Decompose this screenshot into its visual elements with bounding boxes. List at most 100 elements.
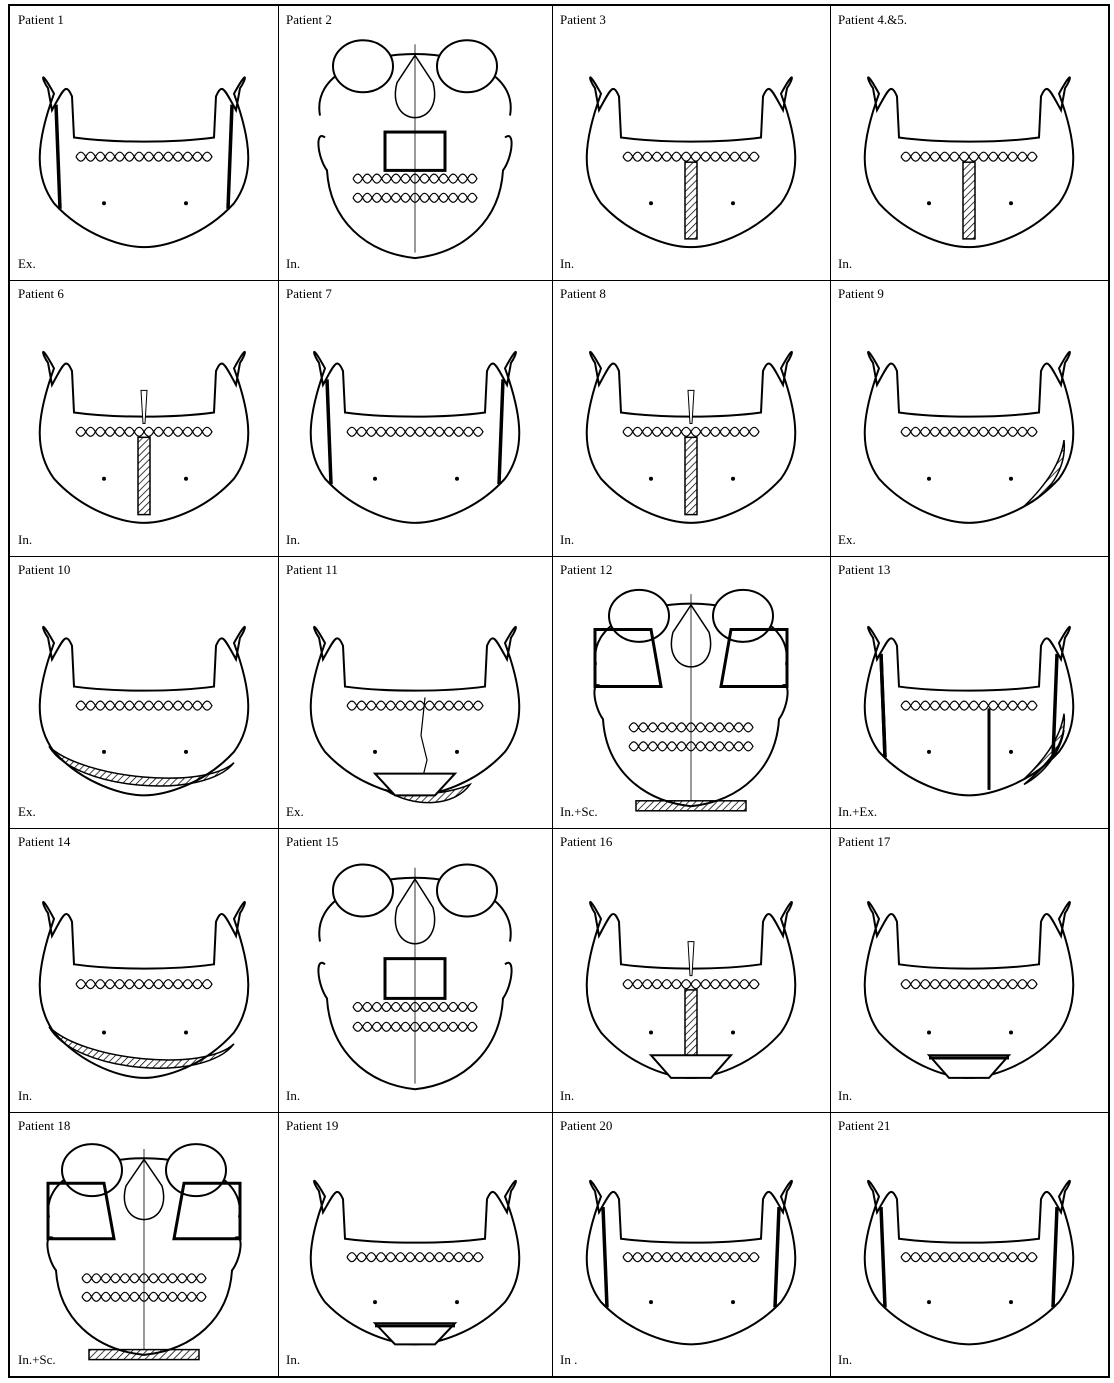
anatomy-illustration [278, 6, 552, 280]
patient-panel: Patient 9 Ex. [830, 280, 1108, 556]
mental-foramen-left [927, 1300, 931, 1304]
mandible-drawing [311, 1181, 520, 1345]
technique-label: In. [18, 1088, 32, 1104]
tooth-fragment [141, 390, 147, 423]
technique-label: In . [560, 1352, 577, 1368]
tooth-row [347, 427, 483, 436]
patient-label: Patient 10 [18, 562, 70, 578]
orbit-right [166, 1144, 226, 1196]
skull-drawing [594, 590, 787, 811]
mandible-drawing [587, 352, 796, 523]
patient-panel: Patient 18In.+Sc. [10, 1112, 278, 1376]
mental-foramen-right [455, 750, 459, 754]
anatomy-illustration [10, 556, 278, 828]
ramus-cut-left [327, 379, 331, 484]
mental-foramen-left [102, 750, 106, 754]
technique-label: In.+Sc. [18, 1352, 56, 1368]
mandible-outline [40, 902, 249, 1078]
anatomy-illustration [278, 280, 552, 556]
chin-graft [89, 1350, 199, 1360]
patient-panel: Patient 2In. [278, 6, 552, 280]
tooth-fragment [688, 390, 694, 423]
patient-label: Patient 20 [560, 1118, 612, 1134]
anatomy-illustration [830, 6, 1108, 280]
anatomy-illustration [10, 280, 278, 556]
ramus-cut-right [228, 105, 232, 209]
patient-panel: Patient 4.&5.In. [830, 6, 1108, 280]
anatomy-illustration [830, 556, 1108, 828]
skull-drawing [318, 864, 511, 1089]
patient-label: Patient 9 [838, 286, 884, 302]
ramus-cut-right [499, 379, 503, 484]
ramus-cut-left [881, 654, 885, 757]
ramus-cut-right [775, 1207, 779, 1307]
mandible-drawing [865, 1181, 1074, 1345]
tooth-row [347, 1253, 483, 1262]
patient-label: Patient 8 [560, 286, 606, 302]
mandible-drawing [311, 352, 520, 523]
osteotomy-segment [963, 162, 975, 239]
mental-foramen-left [373, 477, 377, 481]
mental-foramen-right [184, 750, 188, 754]
mental-foramen-right [184, 1030, 188, 1034]
patient-label: Patient 11 [286, 562, 338, 578]
mandible-outline [311, 627, 520, 795]
lower-border-graft [49, 1027, 234, 1068]
mental-foramen-left [373, 1300, 377, 1304]
mandible-drawing [587, 902, 796, 1078]
anatomy-illustration [552, 6, 830, 280]
tooth-row [623, 152, 759, 161]
patient-label: Patient 7 [286, 286, 332, 302]
ramus-cut-left [56, 105, 60, 209]
tooth-row [76, 427, 212, 436]
patient-label: Patient 13 [838, 562, 890, 578]
mental-foramen-right [1009, 1300, 1013, 1304]
mental-foramen-right [731, 1300, 735, 1304]
mandible-drawing [587, 1181, 796, 1345]
mental-foramen-left [649, 1030, 653, 1034]
patient-label: Patient 21 [838, 1118, 890, 1134]
patient-label: Patient 12 [560, 562, 612, 578]
patient-label: Patient 16 [560, 834, 612, 850]
technique-label: In.+Sc. [560, 804, 598, 820]
patient-label: Patient 1 [18, 12, 64, 28]
mandible-drawing [40, 77, 249, 247]
mental-foramen-left [649, 201, 653, 205]
ramus-cut-right [1053, 1207, 1057, 1307]
patient-label: Patient 4.&5. [838, 12, 907, 28]
orbit-right [437, 40, 497, 92]
mental-foramen-left [102, 201, 106, 205]
mental-foramen-left [927, 201, 931, 205]
mental-foramen-right [731, 1030, 735, 1034]
technique-label: In.+Ex. [838, 804, 877, 820]
technique-label: Ex. [286, 804, 304, 820]
patient-panel: Patient 11 Ex. [278, 556, 552, 828]
patient-panel: Patient 10Ex. [10, 556, 278, 828]
technique-label: Ex. [18, 256, 36, 272]
anatomy-illustration [10, 1112, 278, 1376]
mandible-outline [865, 902, 1074, 1078]
chin-segment [651, 1055, 731, 1078]
anatomy-illustration [830, 1112, 1108, 1376]
mandible-drawing [865, 77, 1074, 247]
technique-label: In. [18, 532, 32, 548]
anatomy-illustration [278, 556, 552, 828]
mental-foramen-right [184, 201, 188, 205]
ramus-cut-left [603, 1207, 607, 1307]
tooth-row [901, 980, 1037, 989]
technique-label: In. [838, 1088, 852, 1104]
orbit-right [437, 864, 497, 916]
technique-label: Ex. [838, 532, 856, 548]
technique-label: In. [560, 1088, 574, 1104]
tooth-row [76, 980, 212, 989]
tooth-fragment [688, 942, 694, 976]
patient-label: Patient 14 [18, 834, 70, 850]
mental-foramen-right [455, 477, 459, 481]
patient-panel: Patient 14 In. [10, 828, 278, 1112]
orbit-left [333, 40, 393, 92]
patient-label: Patient 15 [286, 834, 338, 850]
patient-panel: Patient 15In. [278, 828, 552, 1112]
anatomy-illustration [278, 828, 552, 1112]
mental-foramen-left [927, 1030, 931, 1034]
